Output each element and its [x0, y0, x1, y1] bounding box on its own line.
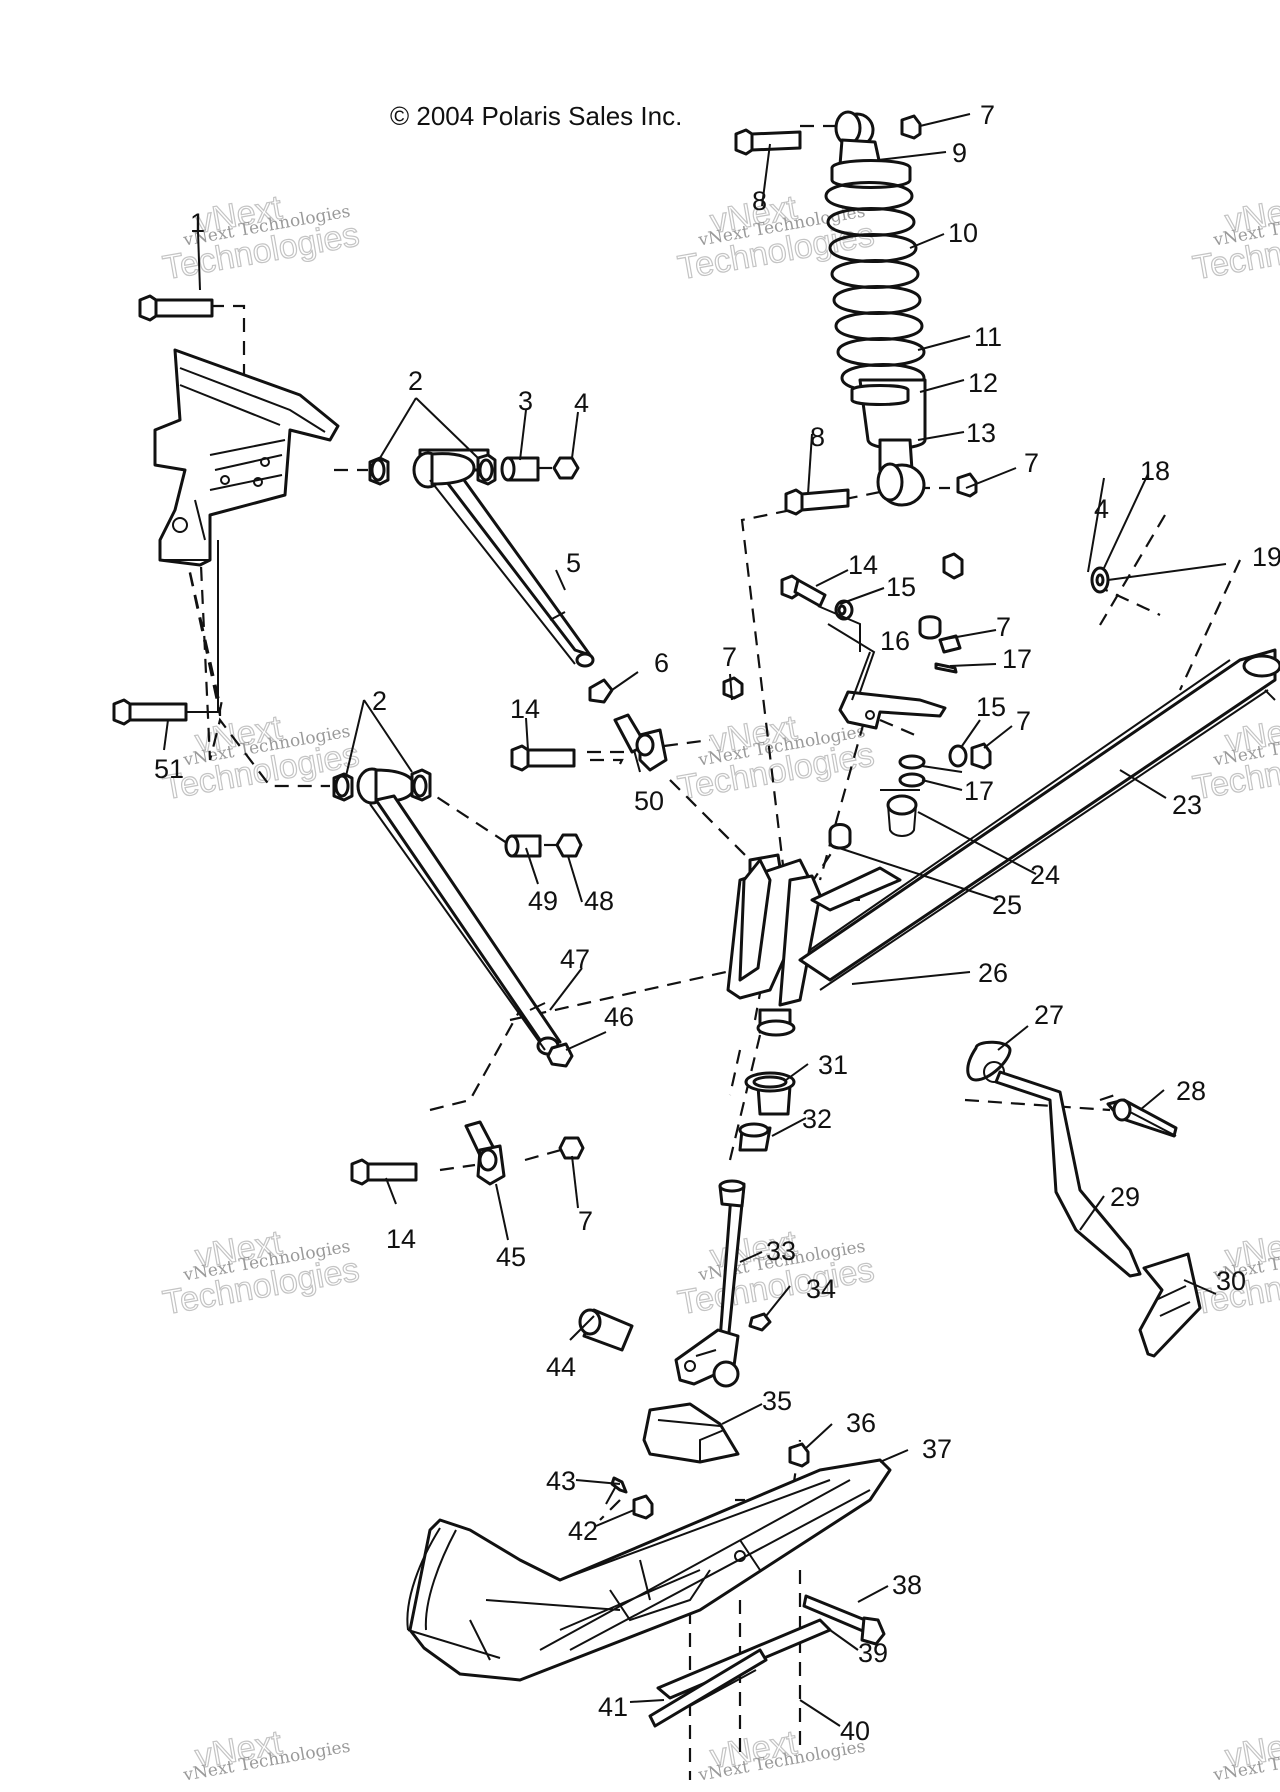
- ski: [406, 1458, 892, 1682]
- watermark-top-right: vNext vNext Technologies Technologies: [1189, 188, 1280, 288]
- callout-18: 18: [1140, 456, 1170, 486]
- callout-9: 9: [952, 138, 967, 168]
- callout-5: 5: [566, 548, 581, 578]
- callout-46: 46: [604, 1002, 634, 1032]
- frame-bracket: [153, 348, 340, 567]
- callout-51: 51: [154, 754, 184, 784]
- callout-47: 47: [560, 944, 590, 974]
- callout-44: 44: [546, 1352, 576, 1382]
- lower-arm-hardware: [332, 768, 585, 1186]
- callout-17: 17: [964, 776, 994, 806]
- callout-37: 37: [922, 1434, 952, 1464]
- leader-lines: [163, 113, 1227, 1727]
- callout-42: 42: [568, 1516, 598, 1546]
- callout-15: 15: [976, 692, 1006, 722]
- callout-11: 11: [974, 322, 1002, 352]
- callout-7: 7: [578, 1206, 593, 1236]
- callout-7: 7: [1024, 448, 1039, 478]
- callout-6: 6: [654, 648, 669, 678]
- shock-absorber: [824, 110, 927, 507]
- callout-16: 16: [880, 626, 910, 656]
- callout-19: 19: [1252, 542, 1280, 572]
- callout-28: 28: [1176, 1076, 1206, 1106]
- callout-24: 24: [1030, 860, 1060, 890]
- callout-7: 7: [1016, 706, 1031, 736]
- bolts: [112, 128, 850, 1186]
- callout-8: 8: [810, 422, 825, 452]
- callout-38: 38: [892, 1570, 922, 1600]
- callout-45: 45: [496, 1242, 526, 1272]
- watermark-bottom-left: vNext vNext Technologies: [181, 1723, 352, 1786]
- callout-40: 40: [840, 1716, 870, 1746]
- callout-labels: 1 2 2 3 4 4 5 6 7 7 7 7 7 7 8 8 9 10 11 …: [154, 100, 1280, 1746]
- callout-4: 4: [574, 388, 589, 418]
- callout-32: 32: [802, 1104, 832, 1134]
- callout-49: 49: [528, 886, 558, 916]
- watermark-low-left: vNext vNext Technologies Technologies: [159, 1223, 362, 1323]
- callout-48: 48: [584, 886, 614, 916]
- radius-rod: [798, 648, 1280, 991]
- callout-27: 27: [1034, 1000, 1064, 1030]
- pivot-pin: [578, 1308, 634, 1352]
- copyright-text: © 2004 Polaris Sales Inc.: [390, 101, 682, 131]
- callout-1: 1: [190, 208, 205, 238]
- callout-50: 50: [634, 786, 664, 816]
- callout-12: 12: [968, 368, 998, 398]
- upper-arm-hardware: [368, 453, 668, 772]
- callout-7: 7: [980, 100, 995, 130]
- callout-41: 41: [598, 1692, 628, 1722]
- callout-2: 2: [408, 366, 423, 396]
- watermark-bottom-right: vNext vNext Technologies: [1211, 1723, 1280, 1786]
- callout-39: 39: [858, 1638, 888, 1668]
- callout-36: 36: [846, 1408, 876, 1438]
- spindle-bushings: [738, 1071, 796, 1152]
- ski-saddle: [642, 1402, 740, 1464]
- callout-14: 14: [848, 550, 878, 580]
- callout-7: 7: [722, 642, 737, 672]
- ski-hardware: [605, 1442, 886, 1728]
- callout-43: 43: [546, 1466, 576, 1496]
- watermark-top-center: vNext vNext Technologies Technologies: [674, 188, 877, 288]
- callout-29: 29: [1110, 1182, 1140, 1212]
- callout-10: 10: [948, 218, 978, 248]
- callout-14: 14: [510, 694, 540, 724]
- callout-30: 30: [1216, 1266, 1246, 1296]
- lower-control-arm: [356, 767, 562, 1056]
- callout-8: 8: [752, 186, 767, 216]
- callout-31: 31: [818, 1050, 848, 1080]
- callout-14: 14: [386, 1224, 416, 1254]
- shock-nuts: [722, 114, 1110, 788]
- callout-15: 15: [886, 572, 916, 602]
- spindle: [726, 853, 860, 1037]
- callout-25: 25: [992, 890, 1022, 920]
- callout-4: 4: [1094, 494, 1109, 524]
- callout-2: 2: [372, 686, 387, 716]
- spindle-bracket: [828, 690, 947, 850]
- callout-26: 26: [978, 958, 1008, 988]
- watermark-top-left: vNext vNext Technologies Technologies: [159, 188, 362, 288]
- callout-17: 17: [1002, 644, 1032, 674]
- callout-3: 3: [518, 386, 533, 416]
- watermark-low-center: vNext vNext Technologies Technologies: [674, 1223, 877, 1323]
- callout-7: 7: [996, 612, 1011, 642]
- callout-34: 34: [806, 1274, 836, 1304]
- callout-23: 23: [1172, 790, 1202, 820]
- callout-13: 13: [966, 418, 996, 448]
- upper-control-arm: [412, 448, 595, 668]
- callout-33: 33: [766, 1236, 796, 1266]
- callout-35: 35: [762, 1386, 792, 1416]
